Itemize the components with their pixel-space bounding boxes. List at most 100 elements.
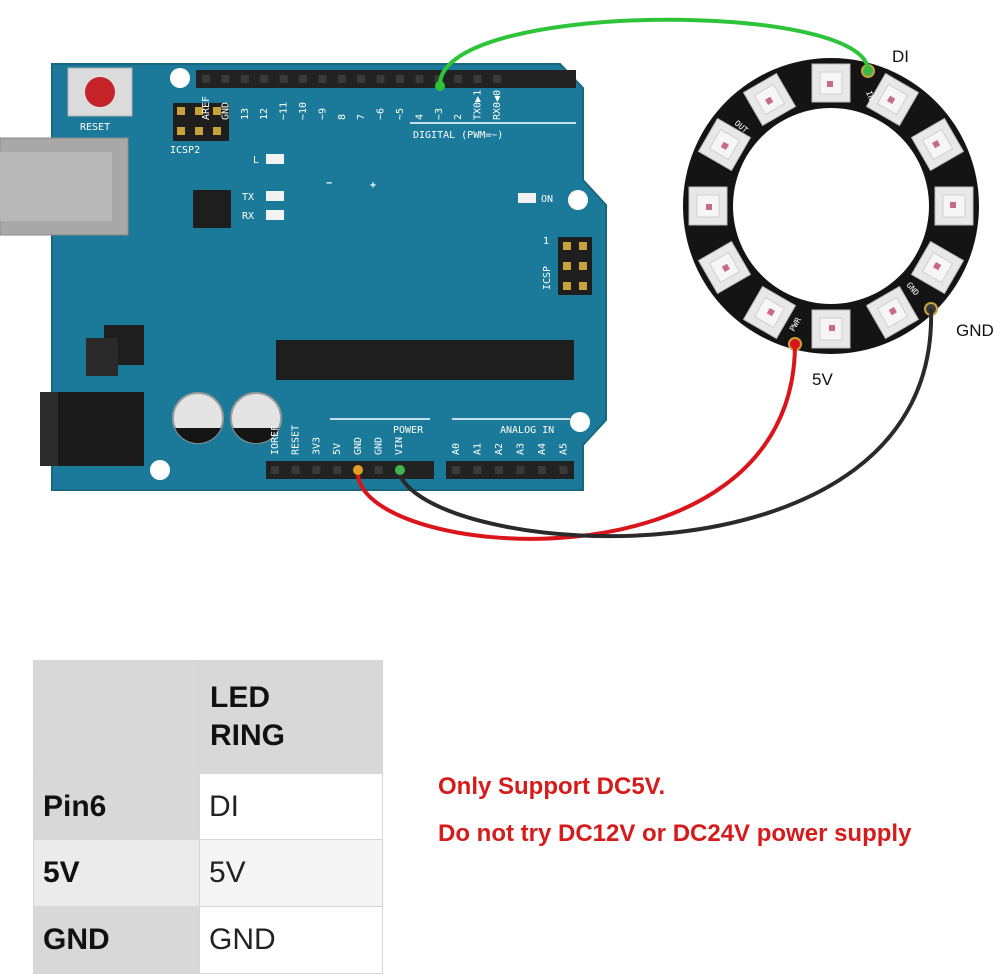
capacitor <box>172 392 224 444</box>
analog-header <box>446 461 574 479</box>
power-pin <box>374 466 383 474</box>
capacitor <box>230 392 282 444</box>
power-pin <box>271 466 279 474</box>
analog-pin-label: A1 <box>473 443 484 455</box>
label-gnd: GND <box>956 321 994 340</box>
main-chip <box>276 340 574 380</box>
power-pin-label: 3V3 <box>311 437 322 455</box>
led-on-label: ON <box>541 194 553 205</box>
plus-sign: + <box>370 180 376 191</box>
regulator-body <box>86 338 118 376</box>
power-pin-label: RESET <box>291 425 302 455</box>
ring-led <box>865 285 920 340</box>
digital-pin-label: ~3 <box>434 108 445 120</box>
reset-button <box>85 77 115 107</box>
ring-led <box>910 240 965 295</box>
power-pin-label: GND <box>353 437 364 455</box>
table-row: Pin6 DI <box>33 773 383 840</box>
digital-pin <box>396 75 404 83</box>
analog-pin <box>452 466 460 474</box>
wire-data-end <box>435 81 445 91</box>
analog-pin <box>495 466 503 474</box>
ring-led <box>811 63 851 103</box>
digital-pin <box>493 75 501 83</box>
led-tx <box>266 191 284 201</box>
icsp-pin1-label: 1 <box>543 236 549 247</box>
table-cell-ring: DI <box>199 773 383 840</box>
icsp-header <box>558 237 592 295</box>
analog-pin-label: A3 <box>516 443 527 455</box>
digital-pin <box>454 75 463 83</box>
digital-pin <box>357 75 366 83</box>
ring-led <box>742 72 797 127</box>
digital-pin-label: 2 <box>453 114 464 120</box>
digital-pin-label: 12 <box>259 108 270 120</box>
table-header-row: LED RING <box>33 660 383 774</box>
digital-pin <box>299 75 307 83</box>
ring-hole <box>733 108 929 304</box>
table-cell-pin: Pin6 <box>33 773 200 840</box>
power-label: POWER <box>393 425 424 436</box>
mount-hole <box>170 68 190 88</box>
digital-pin-label: RX0◀0 <box>492 90 503 120</box>
power-jack-front <box>40 392 58 466</box>
digital-pin-label: 8 <box>337 114 348 120</box>
usb-inner <box>0 152 112 221</box>
digital-pin-label: AREF <box>201 96 212 120</box>
digital-header <box>196 70 576 88</box>
digital-pin-label: ~6 <box>376 108 387 120</box>
led-on <box>518 193 536 203</box>
digital-pin <box>202 75 210 83</box>
power-pin-label: GND <box>374 437 385 455</box>
usb-chip <box>193 190 231 228</box>
digital-pin <box>279 75 288 83</box>
table-header-corner <box>33 660 200 774</box>
ring-led <box>688 186 728 226</box>
mount-hole <box>568 190 588 210</box>
ring-label-in: IN <box>864 90 876 102</box>
analog-pin-label: A0 <box>451 443 462 455</box>
digital-pin <box>473 75 482 83</box>
mount-hole <box>150 460 170 480</box>
pin-mapping-table: LED RING Pin6 DI 5V 5V GND GND <box>33 660 383 974</box>
icsp-label: ICSP <box>542 266 553 290</box>
digital-pin-label: 7 <box>356 114 367 120</box>
ring-led <box>934 186 974 226</box>
analog-pin <box>473 466 482 474</box>
ring-led <box>697 240 752 295</box>
led-l-label: L <box>253 155 259 166</box>
power-pin <box>312 466 321 474</box>
power-header <box>266 461 434 479</box>
digital-pin-label: TX0▶1 <box>473 90 484 120</box>
minus-sign: − <box>326 178 332 189</box>
table-cell-ring: GND <box>199 906 383 974</box>
table-row: 5V 5V <box>33 839 383 907</box>
analog-pin <box>559 466 568 474</box>
digital-pin <box>240 75 249 83</box>
analog-label: ANALOG IN <box>500 425 554 436</box>
led-l <box>266 154 284 164</box>
digital-pin-label: GND <box>220 102 231 120</box>
led-ring: IN PWR GND OUT <box>683 58 979 354</box>
analog-pin <box>516 466 525 474</box>
digital-pin <box>376 75 385 83</box>
ring-led <box>865 72 920 127</box>
wire-ground <box>396 308 934 539</box>
power-notes: Only Support DC5V. Do not try DC12V or D… <box>438 763 911 857</box>
table-header-label: LED RING <box>210 681 285 752</box>
table-cell-pin: 5V <box>33 839 200 907</box>
wire-power-end <box>353 465 363 475</box>
digital-label: DIGITAL (PWM=~) <box>413 130 503 141</box>
digital-pin-label: ~5 <box>395 108 406 120</box>
power-pin <box>333 466 342 474</box>
digital-pin <box>260 75 269 83</box>
ring-led <box>910 117 965 172</box>
digital-pin <box>221 75 230 83</box>
label-di: DI <box>892 47 909 66</box>
analog-pin-label: A4 <box>537 443 548 455</box>
ring-led <box>697 117 752 172</box>
table-cell-ring: 5V <box>199 839 383 907</box>
